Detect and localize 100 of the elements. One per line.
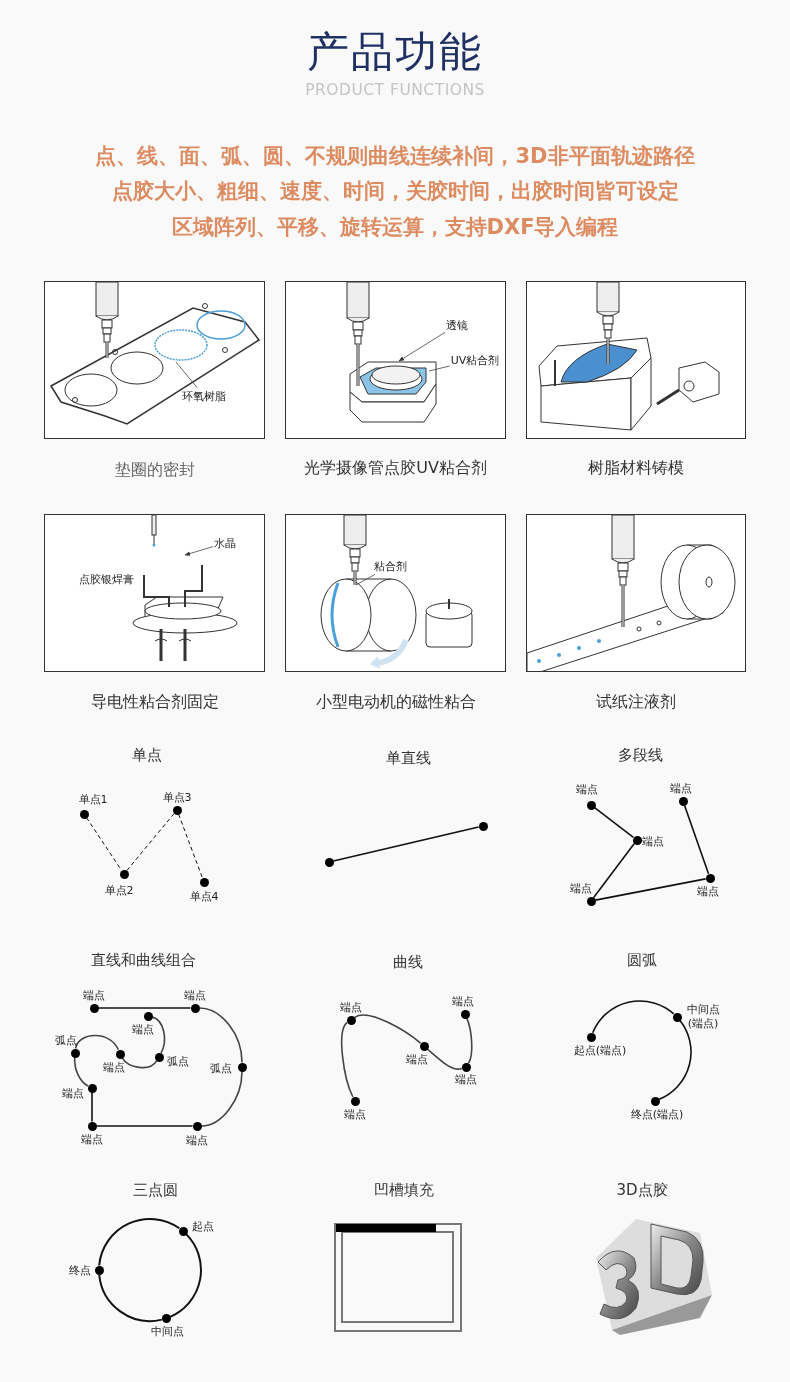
- point-label: 单点4: [189, 888, 219, 904]
- point-marker: [350, 1096, 360, 1106]
- point-marker: [324, 857, 334, 867]
- point-marker: [70, 1048, 80, 1058]
- point-marker: [346, 1015, 356, 1025]
- section-title: 单点: [132, 745, 162, 765]
- point-marker: [192, 1121, 202, 1131]
- point-marker: [87, 1083, 97, 1093]
- leader-line: [428, 365, 451, 372]
- point-label: 终点(端点): [630, 1106, 684, 1122]
- callout-label: UV粘合剂: [450, 352, 500, 368]
- point-label: 中间点: [150, 1323, 184, 1339]
- point-label: 端点: [697, 883, 719, 899]
- point-marker: [478, 821, 488, 831]
- page-title: 产品功能: [307, 26, 483, 78]
- point-label: 端点: [184, 987, 206, 1003]
- point-marker: [419, 1041, 429, 1051]
- illustration-panel: [285, 281, 506, 439]
- point-marker: [190, 1003, 200, 1013]
- point-label: 端点: [81, 1131, 103, 1147]
- illustration-panel: [44, 514, 265, 672]
- illustration-panel: [526, 281, 746, 439]
- curve-segment: [353, 1014, 422, 1044]
- line-segment: [97, 1007, 192, 1009]
- section-title: 三点圆: [132, 1180, 178, 1200]
- arc-segment: [169, 1233, 202, 1318]
- point-marker: [586, 800, 596, 810]
- point-marker: [89, 1003, 99, 1013]
- feature-text: 区域阵列、平移、旋转运算，支持DXF导入编程: [171, 214, 619, 241]
- line-segment: [594, 878, 707, 901]
- curve-segment: [426, 1048, 463, 1070]
- line-segment: [592, 842, 636, 899]
- point-marker: [143, 1011, 153, 1021]
- arc-segment: [98, 1273, 163, 1322]
- callout-label: 透镜: [446, 317, 468, 333]
- arc-segment: [98, 1218, 181, 1267]
- section-title: 曲线: [393, 952, 423, 972]
- callout-label: 粘合剂: [373, 558, 407, 574]
- curve-segment: [198, 1007, 243, 1064]
- section-title: 凹槽填充: [374, 1180, 434, 1200]
- point-label: 中间点(端点): [685, 1002, 721, 1032]
- point-marker: [172, 805, 182, 815]
- point-marker: [461, 1062, 471, 1072]
- point-label: 端点: [642, 833, 664, 849]
- section-title: 直线和曲线组合: [90, 950, 196, 970]
- leader-line: [175, 361, 198, 388]
- panel-caption: 导电性粘合剂固定: [90, 691, 219, 713]
- arc-segment: [591, 1000, 675, 1034]
- section-title: 单直线: [385, 748, 431, 768]
- point-label: 起点: [192, 1218, 214, 1234]
- point-marker: [94, 1265, 104, 1275]
- point-label: 单点2: [104, 882, 134, 898]
- point-label: 端点: [455, 1071, 477, 1087]
- point-label: 端点: [103, 1059, 125, 1075]
- point-marker: [87, 1121, 97, 1131]
- point-label: 端点: [340, 999, 362, 1015]
- point-marker: [154, 1052, 164, 1062]
- point-marker: [119, 869, 129, 879]
- curve-segment: [340, 1021, 354, 1098]
- point-label: 端点: [452, 993, 474, 1009]
- curve-segment: [121, 1057, 158, 1069]
- point-marker: [79, 809, 89, 819]
- point-label: 端点: [132, 1021, 154, 1037]
- feature-text: 点胶大小、粗细、速度、时间，关胶时间，出胶时间皆可设定: [111, 178, 679, 205]
- dashed-line: [86, 817, 122, 871]
- curve-segment: [200, 1070, 243, 1127]
- panel-caption: 树脂材料铸模: [588, 457, 684, 479]
- point-marker: [672, 1012, 682, 1022]
- leader-line: [355, 574, 376, 586]
- point-label: 弧点: [210, 1060, 232, 1076]
- point-label: 弧点: [55, 1032, 77, 1048]
- point-label: 端点: [406, 1051, 428, 1067]
- point-label: 端点: [576, 781, 598, 797]
- point-marker: [705, 873, 715, 883]
- line-segment: [332, 826, 480, 862]
- point-marker: [678, 796, 688, 806]
- curve-segment: [151, 1016, 166, 1054]
- panel-caption: 试纸注液剂: [596, 691, 676, 713]
- panel-caption: 小型电动机的磁性粘合: [315, 691, 476, 713]
- point-label: 端点: [670, 780, 692, 796]
- point-label: 单点3: [162, 789, 192, 805]
- dashed-line: [126, 813, 175, 871]
- dashed-line: [178, 813, 203, 879]
- section-title: 3D点胶: [616, 1180, 668, 1200]
- feature-text: 点、线、面、弧、圆、不规则曲线连续补间，3D非平面轨迹路径: [95, 143, 695, 170]
- curve-segment: [466, 1017, 473, 1065]
- point-label: 弧点: [167, 1053, 189, 1069]
- callout-label: 水晶: [214, 535, 236, 551]
- illustration-panel: [285, 514, 506, 672]
- section-title: 圆弧: [627, 950, 657, 970]
- point-marker: [161, 1313, 171, 1323]
- curve-segment: [73, 1056, 89, 1087]
- section-title: 多段线: [617, 745, 663, 765]
- point-label: 端点: [62, 1085, 84, 1101]
- point-marker: [115, 1049, 125, 1059]
- point-label: 端点: [83, 987, 105, 1003]
- line-segment: [91, 1091, 93, 1123]
- point-marker: [460, 1009, 470, 1019]
- line-segment: [593, 806, 635, 839]
- callout-label: 点胶银焊膏: [78, 571, 134, 587]
